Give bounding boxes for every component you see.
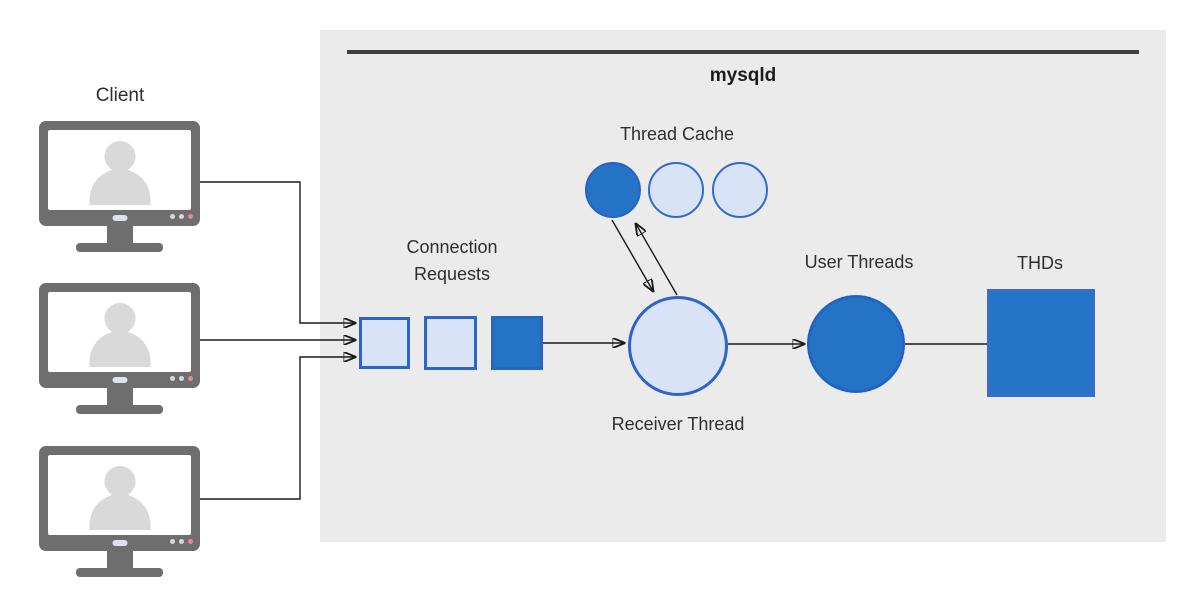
connection-queue-slot-empty [359,317,410,369]
monitor-power-dot-icon [188,376,193,381]
connection-requests-line2: Requests [413,264,491,284]
thread-cache-circle-active [585,162,641,218]
client-monitor-icon [39,121,200,252]
user-avatar-icon [104,141,135,172]
user-avatar-icon [104,303,135,334]
monitor-dot-icon [170,214,175,219]
monitor-dot-icon [179,539,184,544]
monitor-stand [107,549,133,569]
receiver-thread-node [628,296,728,396]
connection-queue-slot-filled [491,316,543,370]
user-avatar-icon [104,466,135,497]
connection-requests-label: Connection Requests [352,234,552,288]
user-avatar-icon [89,169,150,205]
monitor-base [76,405,163,414]
thds-label: THDs [1017,253,1063,273]
user-avatar-icon [89,494,150,530]
monitor-base [76,243,163,252]
monitor-frame [39,121,200,226]
panel-title-rule [347,50,1139,54]
connection-requests-line1: Connection [406,237,498,257]
monitor-button-icon [112,540,127,546]
user-threads-node [807,295,905,393]
client-monitor-icon [39,283,200,414]
thread-cache-circle-idle [712,162,768,218]
monitor-screen [48,455,191,535]
connection-queue-slot-empty [424,316,477,370]
monitor-stand [107,224,133,244]
monitor-button-icon [112,377,127,383]
monitor-base [76,568,163,577]
thread-cache-circle-idle [648,162,704,218]
monitor-button-icon [112,215,127,221]
user-avatar-icon [89,331,150,367]
thread-cache-label: Thread Cache [619,124,735,144]
monitor-power-dot-icon [188,214,193,219]
receiver-thread-label: Receiver Thread [611,414,745,434]
panel-title: mysqld [709,65,777,86]
monitor-power-dot-icon [188,539,193,544]
monitor-stand [107,386,133,406]
monitor-screen [48,292,191,372]
monitor-dot-icon [170,376,175,381]
monitor-dot-icon [179,214,184,219]
thds-node [987,289,1095,397]
monitor-dot-icon [170,539,175,544]
monitor-dot-icon [179,376,184,381]
user-threads-label: User Threads [804,252,914,272]
monitor-frame [39,283,200,388]
client-label: Client [95,85,145,106]
client-monitor-icon [39,446,200,577]
mysqld-panel [320,30,1166,542]
monitor-frame [39,446,200,551]
monitor-screen [48,130,191,210]
